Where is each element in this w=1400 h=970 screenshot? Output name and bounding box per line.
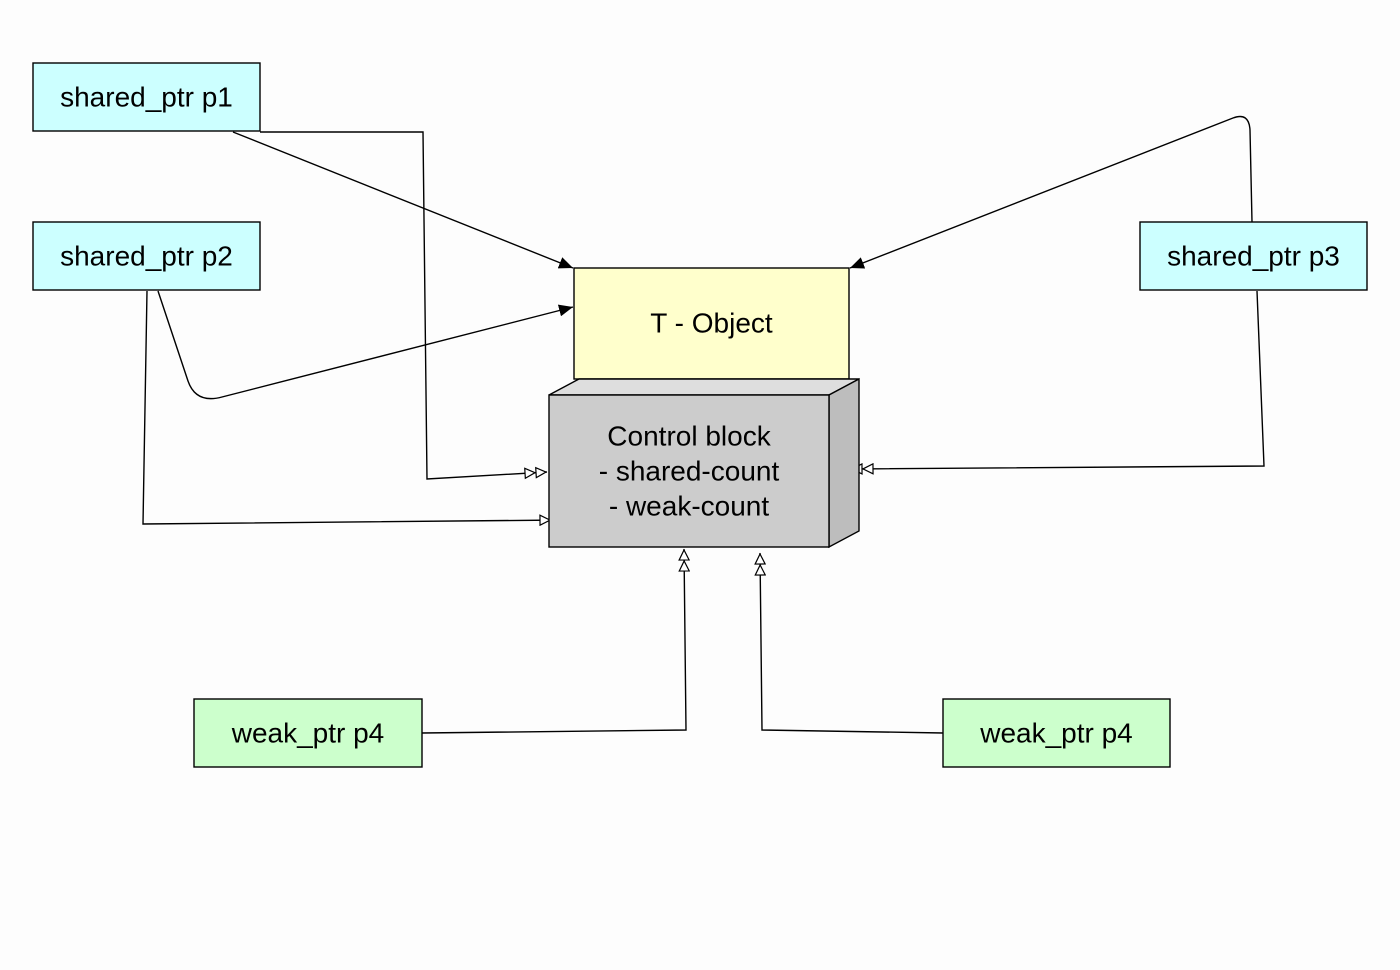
node-t-object[interactable]: T - Object: [573, 267, 850, 380]
node-weak-ptr-right[interactable]: weak_ptr p4: [942, 698, 1171, 768]
node-t-object-label: T - Object: [650, 308, 773, 339]
node-shared-ptr-p3[interactable]: shared_ptr p3: [1139, 221, 1368, 291]
edge-p3-to-control: [850, 290, 1265, 475]
node-shared-ptr-p1-box: [32, 62, 261, 132]
node-control-block[interactable]: Control block - shared-count - weak-coun…: [548, 377, 860, 549]
node-shared-ptr-p2-label: shared_ptr p2: [60, 241, 233, 272]
edge-p3-to-object: [849, 115, 1253, 269]
edge-p1-to-control: [260, 131, 548, 480]
node-control-block-shared-count: - shared-count: [599, 456, 780, 487]
edge-p2-to-control: [142, 290, 563, 527]
node-t-object-box: [573, 267, 850, 380]
node-control-block-weak-count: - weak-count: [609, 491, 770, 522]
edge-w2-to-control: [754, 552, 944, 734]
node-control-block-side-face: [828, 377, 860, 549]
node-shared-ptr-p1-label: shared_ptr p1: [60, 82, 233, 113]
node-weak-ptr-left-box: [193, 698, 423, 768]
node-control-block-title: Control block: [607, 421, 771, 452]
node-shared-ptr-p3-box: [1139, 221, 1368, 291]
node-control-block-box: [548, 394, 830, 548]
node-shared-ptr-p2-box: [32, 221, 261, 291]
node-weak-ptr-left-label: weak_ptr p4: [231, 718, 385, 749]
node-shared-ptr-p3-label: shared_ptr p3: [1167, 241, 1340, 272]
node-shared-ptr-p1[interactable]: shared_ptr p1: [32, 62, 261, 132]
edge-p1-to-object: [232, 131, 574, 269]
node-weak-ptr-right-label: weak_ptr p4: [979, 718, 1133, 749]
edge-p2-to-object: [157, 290, 574, 400]
node-weak-ptr-right-box: [942, 698, 1171, 768]
node-control-block-top-face: [548, 378, 860, 396]
node-shared-ptr-p2[interactable]: shared_ptr p2: [32, 221, 261, 291]
edge-w1-to-control: [421, 548, 691, 734]
node-weak-ptr-left[interactable]: weak_ptr p4: [193, 698, 423, 768]
